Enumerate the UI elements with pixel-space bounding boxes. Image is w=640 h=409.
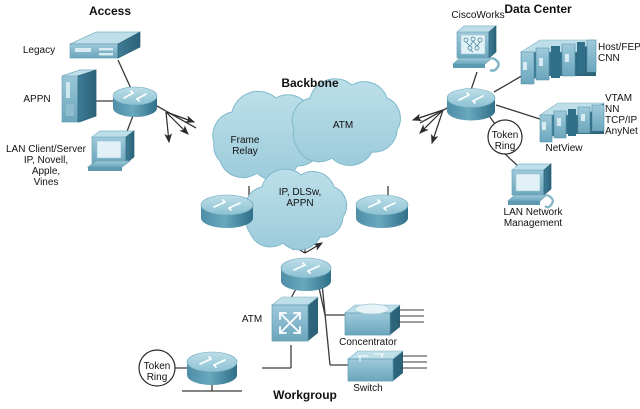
label-vtam: VTAM NN TCP/IP AnyNet (605, 93, 638, 137)
management-console-icon (452, 25, 500, 72)
switch-icon (347, 350, 427, 382)
label-atm-switch: ATM (241, 314, 263, 325)
label-legacy: Legacy (22, 45, 56, 56)
label-atm-cloud: ATM (332, 120, 354, 131)
label-netview: NetView (545, 143, 583, 154)
router-icon-token-ring (186, 351, 238, 385)
label-switch: Switch (353, 383, 383, 394)
router-icon-workgroup (280, 257, 332, 291)
label-token-ring-data-center: Token Ring (491, 130, 519, 152)
label-lan-network-management: LAN Network Management (503, 207, 563, 229)
mainframe-stack-icon-host (519, 39, 598, 85)
label-appn: APPN (23, 94, 51, 105)
label-token-ring-workgroup: Token Ring (143, 361, 171, 383)
token-ring-icon-data-center (487, 119, 523, 155)
legacy-box-icon (69, 31, 141, 59)
label-host-fep: Host/FEP CNN (598, 42, 640, 64)
router-icon-backbone-right (355, 194, 409, 228)
concentrator-icon (344, 303, 424, 336)
label-frame-relay-cloud: Frame Relay (230, 135, 260, 157)
tower-cabinet-icon (61, 69, 97, 123)
section-title-data-center: Data Center (504, 2, 572, 16)
atm-cloud (291, 78, 401, 166)
label-concentrator: Concentrator (339, 337, 397, 348)
label-ip-dlsw-appn-cloud: IP, DLSw, APPN (278, 187, 322, 209)
token-ring-icon-workgroup (138, 349, 176, 387)
router-icon-backbone-left (200, 194, 254, 228)
data-center-arrows (411, 109, 444, 145)
router-icon-data-center (446, 88, 496, 121)
label-ciscoworks: CiscoWorks (451, 10, 505, 21)
section-title-access: Access (88, 4, 132, 18)
section-title-workgroup: Workgroup (273, 388, 337, 402)
workstation-icon-access (86, 130, 136, 171)
ip-dlsw-appn-cloud (244, 168, 348, 251)
mainframe-stack-icon-netview (539, 102, 605, 143)
atm-switch-icon (271, 296, 319, 342)
section-title-backbone: Backbone (281, 76, 339, 90)
router-icon-access (112, 86, 158, 117)
access-arrows (164, 111, 196, 144)
workstation-icon-lan-management (507, 163, 554, 209)
label-lan-client-server: LAN Client/Server IP, Novell, Apple, Vin… (5, 144, 87, 188)
